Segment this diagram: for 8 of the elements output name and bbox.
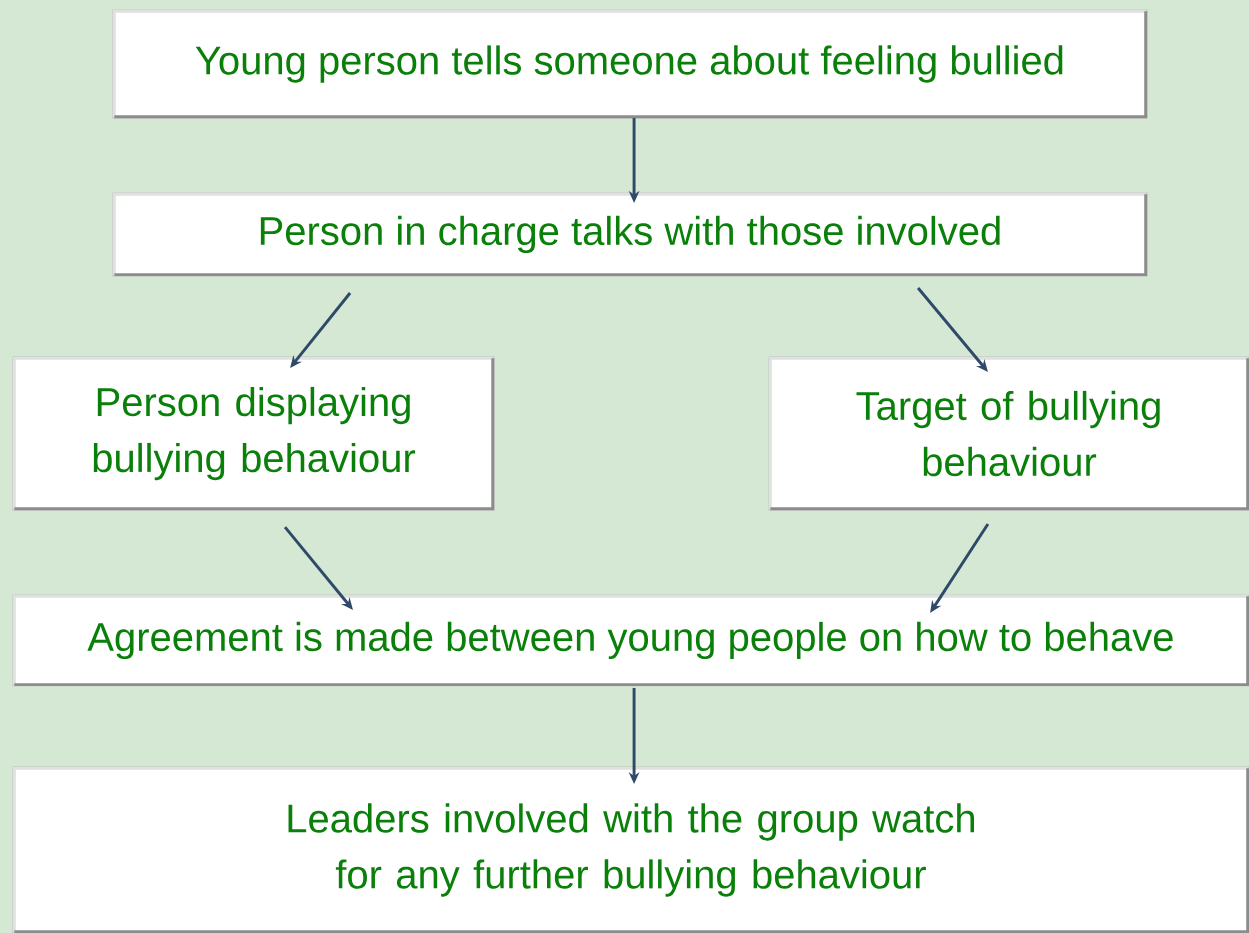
arrow: [916, 287, 988, 372]
process-box: Target of bullying behaviour: [768, 356, 1249, 511]
process-box: Young person tells someone about feeling bullied: [112, 9, 1148, 119]
process-box: Agreement is made between young people on how to behave: [12, 594, 1249, 687]
arrow: [283, 526, 353, 610]
process-box: Person displaying bullying behaviour: [12, 356, 495, 511]
process-box: Person in charge talks with those involved: [112, 192, 1148, 277]
process-box: Leaders involved with the group watch for any further bullying behaviour: [12, 766, 1249, 933]
